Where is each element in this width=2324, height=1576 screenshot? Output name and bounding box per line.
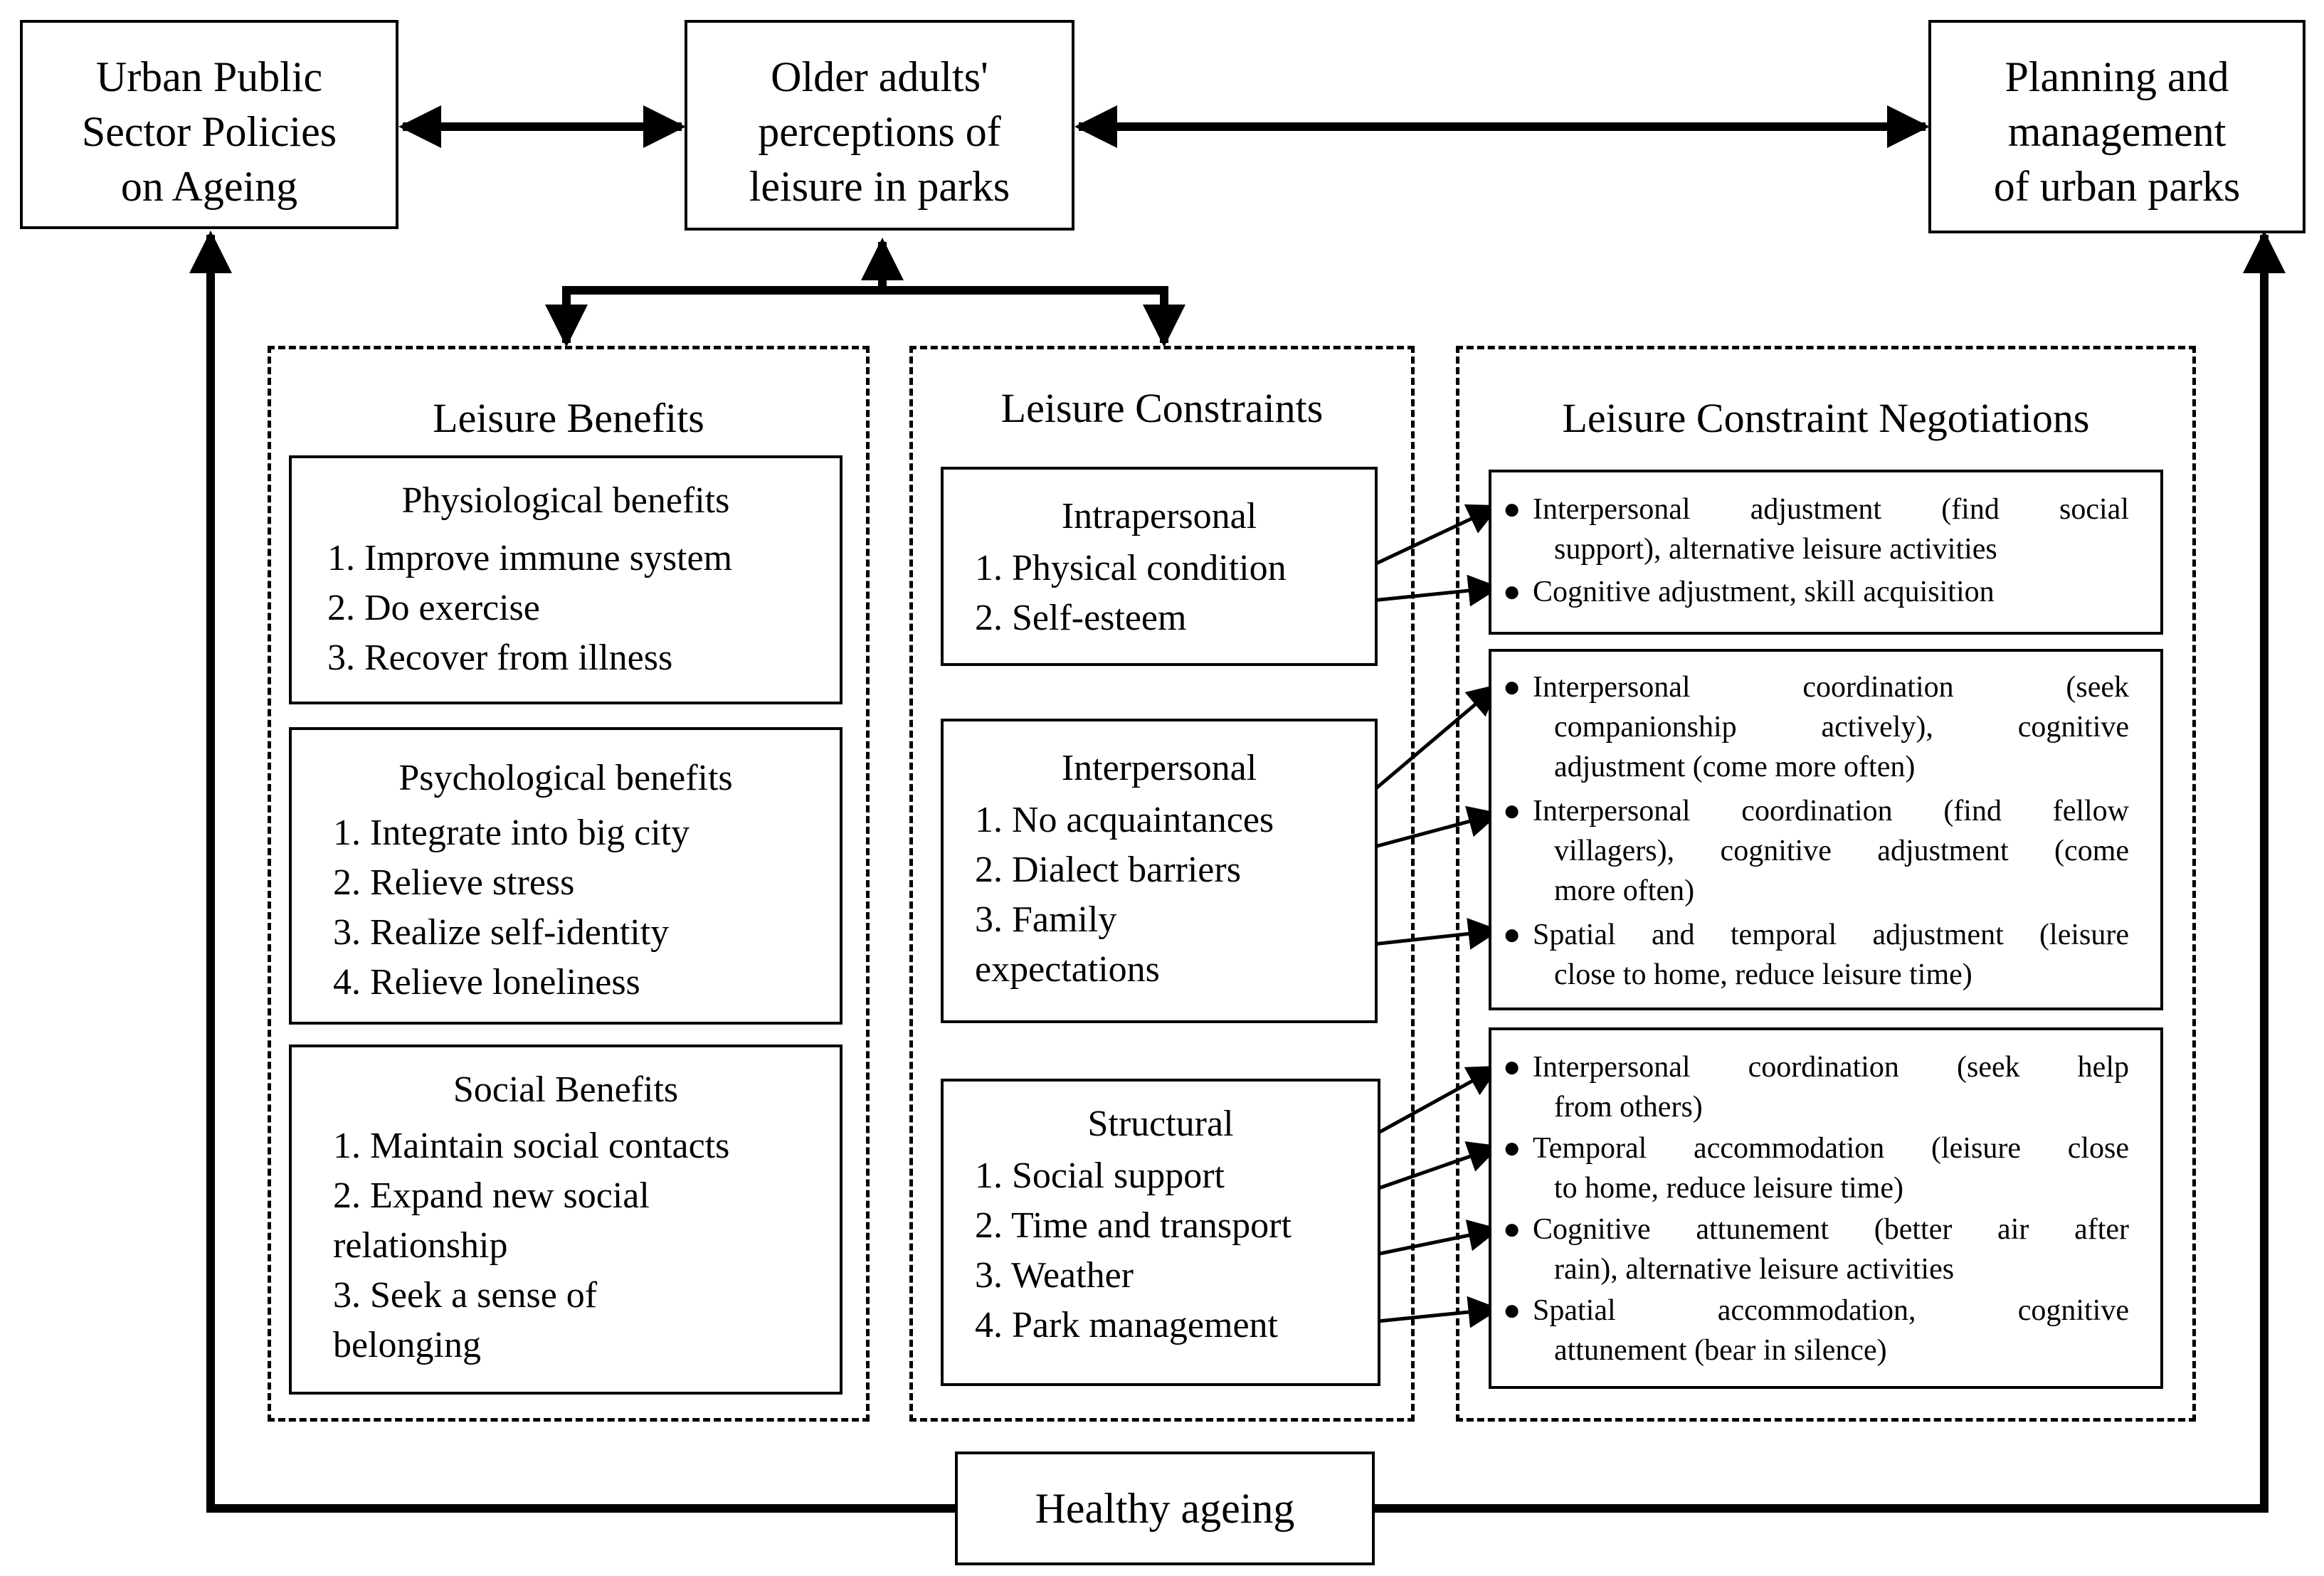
- benefits-panel: [268, 346, 870, 1422]
- list-item: 2. Relieve stress: [333, 862, 575, 903]
- interpersonal-list: 1. No acquaintances 2. Dialect barriers …: [975, 795, 1274, 995]
- negotiation-item: ● Interpersonal adjustment (find social …: [1503, 490, 2129, 569]
- list-item: expectations: [975, 949, 1160, 990]
- psychological-list: 1. Integrate into big city 2. Relieve st…: [333, 808, 690, 1008]
- arrow-healthy-to-planning: [1372, 231, 2286, 1513]
- bullet-icon: ●: [1503, 1132, 1521, 1165]
- social-title: Social Benefits: [453, 1069, 679, 1110]
- negotiation-item: ● Interpersonal coordination (find fello…: [1503, 791, 2129, 911]
- physiological-box: Physiological benefits 1. Improve immune…: [289, 455, 843, 704]
- negotiation-item: ● Temporal accommodation (leisure close …: [1503, 1128, 2129, 1208]
- list-item: 1. Improve immune system: [327, 538, 733, 578]
- psychological-title: Psychological benefits: [398, 758, 733, 798]
- interpersonal-title: Interpersonal: [1061, 748, 1257, 788]
- bullet-icon: ●: [1503, 919, 1521, 951]
- healthy-ageing-text: Healthy ageing: [1035, 1485, 1295, 1532]
- intrapersonal-box: Intrapersonal 1. Physical condition 2. S…: [941, 467, 1378, 666]
- negotiation-item: ● Interpersonal coordination (seek help …: [1503, 1047, 2129, 1127]
- bullet-icon: ●: [1503, 1051, 1521, 1084]
- psychological-box: Psychological benefits 1. Integrate into…: [289, 727, 843, 1025]
- list-item: 3. Realize self-identity: [333, 912, 670, 953]
- structural-list: 1. Social support 2. Time and transport …: [975, 1151, 1292, 1350]
- bullet-icon: ●: [1503, 795, 1521, 827]
- negotiation-item: ● Spatial accommodation, cognitive attun…: [1503, 1291, 2129, 1370]
- social-box: Social Benefits 1. Maintain social conta…: [289, 1045, 843, 1395]
- arrow-physical-condition: [1375, 504, 1501, 566]
- list-item: 3. Recover from illness: [327, 638, 673, 678]
- list-item: 1. No acquaintances: [975, 800, 1274, 840]
- list-item: 2. Self-esteem: [975, 598, 1187, 638]
- structural-box: Structural 1. Social support 2. Time and…: [941, 1079, 1380, 1386]
- negotiation-item: ● Spatial and temporal adjustment (leisu…: [1503, 915, 2129, 995]
- social-list: 1. Maintain social contacts 2. Expand ne…: [333, 1121, 729, 1370]
- list-item: 2. Do exercise: [327, 588, 540, 628]
- structural-title: Structural: [1087, 1104, 1234, 1144]
- bullet-icon: ●: [1503, 493, 1521, 526]
- list-item: 3. Family: [975, 899, 1117, 940]
- bullet-icon: ●: [1503, 576, 1521, 608]
- list-item: 2. Expand new social: [333, 1175, 650, 1216]
- list-item: 1. Maintain social contacts: [333, 1126, 730, 1166]
- negotiation-group-3: ● Interpersonal coordination (seek help …: [1489, 1027, 2163, 1389]
- physiological-list: 1. Improve immune system 2. Do exercise …: [327, 534, 732, 683]
- negotiation-item: ● Cognitive attunement (better air after…: [1503, 1210, 2129, 1289]
- constraints-panel: [909, 346, 1415, 1422]
- intrapersonal-list: 1. Physical condition 2. Self-esteem: [975, 544, 1287, 643]
- list-item: 2. Dialect barriers: [975, 850, 1241, 890]
- negotiation-item: ● Cognitive adjustment, skill acquisitio…: [1503, 572, 2129, 612]
- list-item: belonging: [333, 1325, 481, 1365]
- negotiations-title: Leisure Constraint Negotiations: [1562, 395, 2090, 441]
- healthy-ageing-box: Healthy ageing: [955, 1451, 1375, 1565]
- constraints-title: Leisure Constraints: [1000, 385, 1324, 431]
- list-item: 2. Time and transport: [975, 1205, 1292, 1246]
- negotiation-item: ● Interpersonal coordination (seek compa…: [1503, 667, 2129, 787]
- negotiations-panel: [1456, 346, 2196, 1422]
- bullet-icon: ●: [1503, 1294, 1521, 1327]
- negotiation-group-1: ● Interpersonal adjustment (find social …: [1489, 470, 2163, 635]
- list-item: 3. Weather: [975, 1255, 1134, 1296]
- list-item: 3. Seek a sense of: [333, 1275, 598, 1316]
- interpersonal-box: Interpersonal 1. No acquaintances 2. Dia…: [941, 719, 1378, 1023]
- list-item: 1. Integrate into big city: [333, 813, 690, 853]
- negotiation-group-2: ● Interpersonal coordination (seek compa…: [1489, 649, 2163, 1010]
- physiological-title: Physiological benefits: [401, 480, 730, 521]
- intrapersonal-title: Intrapersonal: [1061, 496, 1257, 536]
- list-item: 4. Park management: [975, 1305, 1278, 1345]
- benefits-title: Leisure Benefits: [433, 395, 704, 441]
- bullet-icon: ●: [1503, 671, 1521, 704]
- arrow-healthy-to-policies: [189, 231, 955, 1513]
- list-item: 4. Relieve loneliness: [333, 962, 640, 1003]
- bullet-icon: ●: [1503, 1213, 1521, 1246]
- list-item: 1. Social support: [975, 1155, 1225, 1196]
- list-item: 1. Physical condition: [975, 548, 1287, 588]
- list-item: relationship: [333, 1225, 508, 1266]
